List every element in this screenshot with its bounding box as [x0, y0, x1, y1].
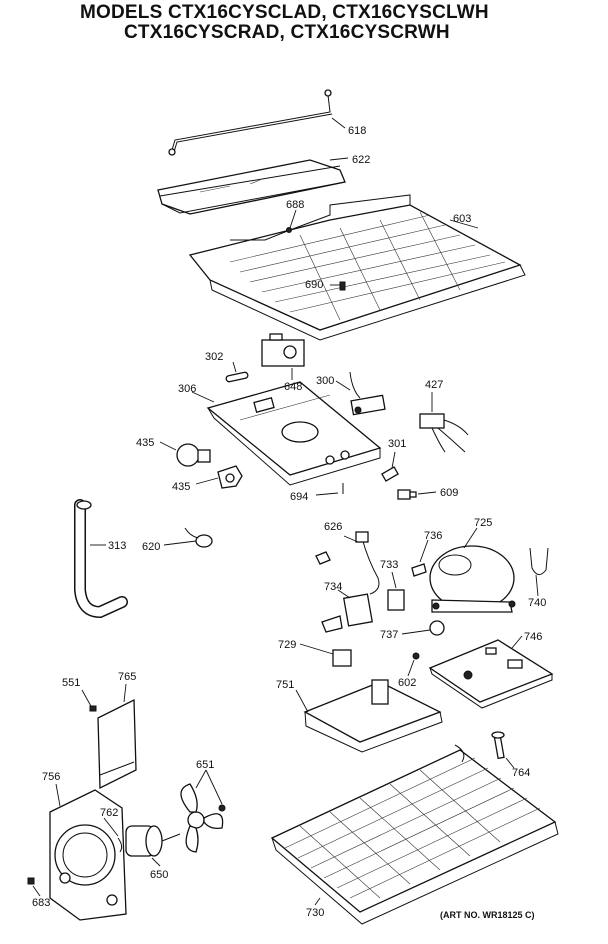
- part-729-capacitor: [299, 643, 352, 667]
- label-603: 603: [453, 213, 471, 225]
- label-302: 302: [205, 351, 223, 363]
- label-730: 730: [306, 907, 324, 919]
- label-734: 734: [324, 581, 342, 593]
- part-756-fan-shroud: [49, 783, 127, 921]
- part-683-screw: [27, 877, 41, 897]
- title-models-line-1: MODELS CTX16CYSCLAD, CTX16CYSCLWH: [80, 2, 489, 23]
- part-734-relay: [321, 589, 374, 633]
- part-609-fitting: [397, 489, 437, 500]
- part-651-fan-blade: [180, 769, 226, 853]
- part-751-drain-pan: [295, 679, 443, 753]
- part-690-screw: [330, 281, 346, 291]
- label-301: 301: [388, 438, 406, 450]
- label-435-upper: 435: [136, 437, 154, 449]
- label-729: 729: [278, 639, 296, 651]
- label-733: 733: [380, 559, 398, 571]
- part-648-thermostat: [261, 333, 305, 380]
- label-648: 648: [284, 381, 302, 393]
- label-765: 765: [118, 671, 136, 683]
- part-435-socket: [195, 465, 243, 489]
- part-733-overload: [387, 571, 405, 611]
- part-306-control-housing: [191, 381, 382, 486]
- part-301-cam: [381, 451, 399, 482]
- label-764: 764: [512, 767, 530, 779]
- label-602: 602: [398, 677, 416, 689]
- label-435-lower: 435: [172, 481, 190, 493]
- part-427-relay: [419, 392, 469, 453]
- part-694-screw: [315, 483, 344, 496]
- label-736: 736: [424, 530, 442, 542]
- part-313-drain-tube: [74, 499, 128, 619]
- part-602-screw: [407, 652, 420, 677]
- label-609: 609: [440, 487, 458, 499]
- part-618-wire: [168, 89, 346, 156]
- label-626: 626: [324, 521, 342, 533]
- label-688: 688: [286, 199, 304, 211]
- label-650: 650: [150, 869, 168, 881]
- label-427: 427: [425, 379, 443, 391]
- part-626-wire-harness: [315, 531, 380, 595]
- label-725: 725: [474, 517, 492, 529]
- label-620: 620: [142, 541, 160, 553]
- part-622-channel: [157, 157, 349, 215]
- part-740-bracket: [529, 547, 549, 597]
- part-737-grommet: [401, 620, 445, 636]
- label-762: 762: [100, 807, 118, 819]
- label-300: 300: [316, 375, 334, 387]
- label-756: 756: [42, 771, 60, 783]
- part-746-mounting-plate: [428, 635, 554, 709]
- part-603-shelf: [188, 194, 526, 341]
- part-725-compressor: [429, 527, 516, 613]
- part-620-bulb-socket: [163, 527, 213, 548]
- part-764-bolt: [491, 731, 515, 769]
- label-306: 306: [178, 383, 196, 395]
- label-551: 551: [62, 677, 80, 689]
- label-737: 737: [380, 629, 398, 641]
- part-762-grommet: [103, 817, 123, 853]
- part-688-screw: [286, 209, 297, 233]
- label-740: 740: [528, 597, 546, 609]
- part-730-condenser: [270, 744, 559, 925]
- label-622: 622: [352, 154, 370, 166]
- part-765-cover: [97, 683, 137, 790]
- label-683: 683: [32, 897, 50, 909]
- part-300-switch: [335, 371, 386, 416]
- part-435-light-bulb: [159, 441, 211, 467]
- label-690: 690: [305, 279, 323, 291]
- label-651: 651: [196, 759, 214, 771]
- label-618: 618: [348, 125, 366, 137]
- part-551-screw: [81, 689, 97, 712]
- label-746: 746: [524, 631, 542, 643]
- part-302-pin: [225, 361, 249, 383]
- part-736-clip: [411, 539, 429, 577]
- art-number: (ART NO. WR18125 C): [440, 910, 535, 920]
- label-313: 313: [108, 540, 126, 552]
- title-models-line-2: CTX16CYSCRAD, CTX16CYSCRWH: [124, 22, 450, 43]
- label-694: 694: [290, 491, 308, 503]
- part-650-fan-motor: [125, 825, 181, 867]
- label-751: 751: [276, 679, 294, 691]
